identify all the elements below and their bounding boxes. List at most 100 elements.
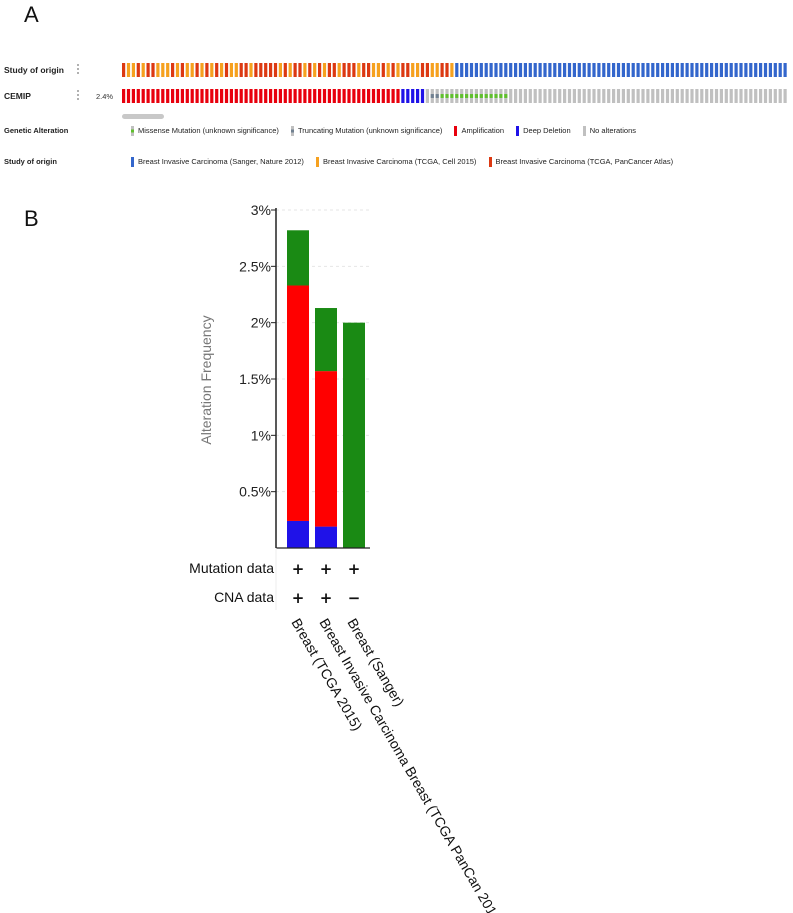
alteration-cell xyxy=(288,89,292,103)
missense-mark xyxy=(469,94,474,98)
study-cell xyxy=(656,63,660,77)
alteration-cell xyxy=(670,89,674,103)
study-cell xyxy=(239,63,243,77)
legend-label-tcga-pancan: Breast Invasive Carcinoma (TCGA, PanCanc… xyxy=(495,157,674,166)
study-cell xyxy=(175,63,180,77)
study-cell xyxy=(293,63,297,77)
study-cell xyxy=(440,63,444,77)
legend-study-of-origin: Breast Invasive Carcinoma (Sanger, Natur… xyxy=(131,157,683,168)
study-cell xyxy=(675,63,679,77)
study-cell xyxy=(749,63,753,77)
y-tick-label: 2.5% xyxy=(239,258,271,274)
study-cell xyxy=(724,63,728,77)
alteration-cell xyxy=(406,89,410,103)
oncoprint-scrollbar[interactable] xyxy=(122,114,164,119)
track-menu-cemip-icon[interactable] xyxy=(77,90,80,101)
study-cell xyxy=(352,63,356,77)
study-cell xyxy=(185,63,189,77)
alteration-cell xyxy=(244,89,248,103)
study-cell xyxy=(734,63,738,77)
alteration-cell xyxy=(161,89,165,103)
study-cell xyxy=(631,63,635,77)
study-cell xyxy=(146,63,150,77)
study-cell xyxy=(754,63,758,77)
alteration-cell xyxy=(318,89,322,103)
study-cell xyxy=(548,63,552,77)
alteration-cell xyxy=(425,89,429,103)
study-cell xyxy=(636,63,640,77)
study-cell xyxy=(744,63,748,77)
study-cell xyxy=(587,63,591,77)
study-cell xyxy=(528,63,532,77)
study-cell xyxy=(621,63,625,77)
alteration-cell xyxy=(665,89,670,103)
study-cell xyxy=(244,63,248,77)
missense-mark xyxy=(440,94,444,98)
alteration-cell xyxy=(249,89,253,103)
sanger-swatch xyxy=(131,157,134,168)
alteration-cell xyxy=(303,89,307,103)
study-cell xyxy=(234,63,238,77)
missense-mark xyxy=(445,94,449,98)
truncating-swatch xyxy=(291,126,294,137)
study-cell xyxy=(141,63,145,77)
alteration-cell xyxy=(327,89,331,103)
study-cell xyxy=(651,63,655,77)
study-cell xyxy=(288,63,292,77)
study-cell xyxy=(376,63,380,77)
alteration-cell xyxy=(548,89,552,103)
study-cell xyxy=(391,63,395,77)
bars xyxy=(287,230,365,548)
study-cell xyxy=(592,63,596,77)
legend-label-truncating: Truncating Mutation (unknown significanc… xyxy=(298,126,443,135)
alteration-cell xyxy=(278,89,282,103)
legend-label-sanger: Breast Invasive Carcinoma (Sanger, Natur… xyxy=(138,157,304,166)
alteration-cell xyxy=(313,89,317,103)
study-cell xyxy=(499,63,503,77)
alteration-cell xyxy=(337,89,341,103)
alteration-cell xyxy=(518,89,523,103)
track-menu-study-icon[interactable] xyxy=(77,64,80,75)
study-cell xyxy=(729,63,733,77)
study-cell xyxy=(597,63,601,77)
alteration-cell xyxy=(146,89,150,103)
alteration-cell xyxy=(141,89,145,103)
alteration-cell xyxy=(636,89,640,103)
alteration-cell xyxy=(695,89,699,103)
study-cell xyxy=(269,63,273,77)
study-cell xyxy=(690,63,694,77)
study-cell xyxy=(337,63,341,77)
study-cell xyxy=(396,63,400,77)
study-cell xyxy=(489,63,493,77)
alteration-cell xyxy=(675,89,679,103)
y-tick-label: 1% xyxy=(251,427,271,443)
alteration-cell xyxy=(269,89,273,103)
category-labels: Breast (TCGA 2015)Breast Invasive Carcin… xyxy=(288,616,506,913)
study-cell xyxy=(479,63,483,77)
study-cell xyxy=(783,63,787,77)
study-cell xyxy=(626,63,630,77)
legend-item-truncating: Truncating Mutation (unknown significanc… xyxy=(291,126,443,137)
track-label-study: Study of origin xyxy=(4,65,64,75)
study-cell xyxy=(264,63,268,77)
alteration-cell xyxy=(656,89,660,103)
alteration-cell xyxy=(386,89,390,103)
alteration-cell xyxy=(558,89,562,103)
missense-mark xyxy=(474,94,478,98)
alteration-cell xyxy=(646,89,650,103)
study-cell xyxy=(151,63,155,77)
availability-symbol: + xyxy=(348,560,361,578)
alteration-cell xyxy=(690,89,694,103)
study-cell xyxy=(249,63,253,77)
bar-segment-mutation xyxy=(315,308,337,372)
study-cell xyxy=(514,63,518,77)
study-cell xyxy=(543,63,547,77)
y-tick-label: 2% xyxy=(251,315,271,331)
alteration-cell xyxy=(661,89,665,103)
alteration-cell xyxy=(264,89,268,103)
legend-title-genetic-alteration: Genetic Alteration xyxy=(4,126,69,135)
study-cell xyxy=(367,63,371,77)
study-cell xyxy=(661,63,665,77)
missense-swatch xyxy=(131,126,134,137)
tcga-cell-swatch xyxy=(316,157,320,168)
